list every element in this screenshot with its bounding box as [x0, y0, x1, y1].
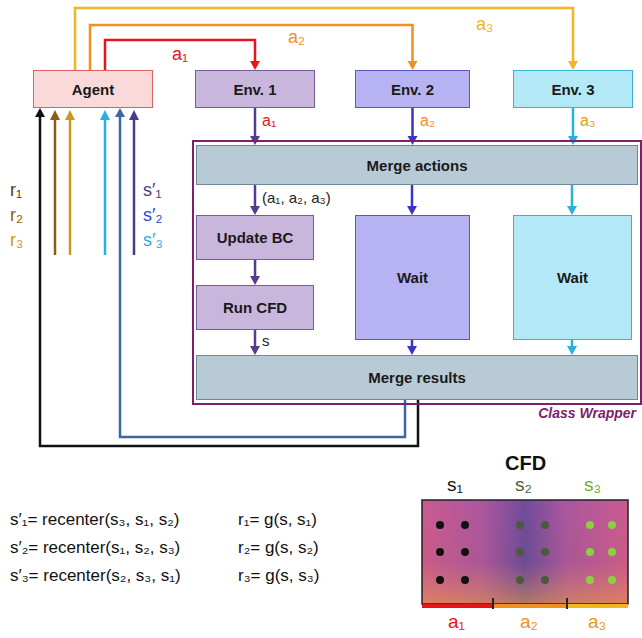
- symbol-label: r₂: [10, 205, 23, 226]
- probe-dot: [516, 576, 524, 584]
- arrowhead: [408, 61, 418, 70]
- wrapper-region: Class WrapperMerge actionsUpdate BCWaitW…: [192, 140, 642, 405]
- probe-dot: [541, 576, 549, 584]
- edge-label: a₂: [420, 112, 435, 130]
- symbol-label: s₂: [515, 474, 532, 496]
- symbol-label: CFD: [505, 452, 546, 475]
- connector: [411, 185, 414, 208]
- env-box: Env. 3: [513, 70, 633, 108]
- equation: s′₂= recenter(s₁, s₂, s₃): [10, 538, 180, 558]
- arrowhead: [407, 206, 417, 215]
- probe-dot: [436, 548, 444, 556]
- env-box: Env. 1: [195, 70, 315, 108]
- probe-dot: [436, 576, 444, 584]
- arrowhead: [407, 346, 417, 355]
- connector: [254, 330, 257, 348]
- arrowhead: [250, 346, 260, 355]
- box-label: Wait: [557, 269, 588, 286]
- symbol-label: s′₃: [143, 230, 163, 251]
- box-label: Update BC: [217, 229, 294, 246]
- equation: s′₁= recenter(s₃, s₁, s₂): [10, 510, 179, 530]
- edge-label: (a₁, a₂, a₃): [262, 189, 331, 206]
- connector: [90, 25, 413, 70]
- box-label: Env. 3: [551, 81, 594, 98]
- probe-dot: [586, 548, 594, 556]
- box-label: Env. 1: [233, 81, 276, 98]
- connector: [254, 108, 257, 138]
- symbol-label: s′₁: [143, 180, 161, 201]
- connector: [105, 40, 255, 70]
- arrowhead: [250, 206, 260, 215]
- probe-dot: [608, 548, 616, 556]
- arrowhead: [567, 346, 577, 355]
- cfd-heatmap: [422, 500, 628, 609]
- box-label: Agent: [72, 81, 115, 98]
- connector: [571, 185, 574, 208]
- probe-dot: [541, 521, 549, 529]
- probe-dot: [436, 521, 444, 529]
- wait-box: Wait: [513, 215, 632, 340]
- box-label: Env. 2: [391, 81, 434, 98]
- arrowhead: [115, 108, 125, 117]
- equation: r₁= g(s, s₁): [238, 510, 317, 530]
- process-box: Merge results: [196, 355, 638, 400]
- return-arrows: [50, 110, 139, 255]
- probe-dot: [461, 521, 469, 529]
- connector: [411, 108, 414, 138]
- probe-dot: [608, 576, 616, 584]
- process-box: Merge actions: [196, 145, 638, 185]
- arrowhead: [250, 276, 260, 285]
- symbol-label: a₂: [520, 611, 538, 633]
- arrowhead: [567, 206, 577, 215]
- symbol-label: r₃: [10, 230, 23, 251]
- probe-dot: [461, 576, 469, 584]
- symbol-label: r₁: [10, 180, 22, 201]
- symbol-label: s′₂: [143, 205, 162, 226]
- edge-label: a₃: [580, 112, 595, 130]
- probe-dot: [608, 521, 616, 529]
- wrapper-title: Class Wrapper: [538, 405, 636, 421]
- probe-dot: [541, 548, 549, 556]
- edge-label: a₁: [172, 44, 188, 65]
- box-label: Wait: [397, 269, 428, 286]
- equation: r₂= g(s, s₂): [238, 538, 319, 558]
- probe-dot: [461, 548, 469, 556]
- equation: r₃= g(s, s₃): [238, 566, 319, 586]
- box-label: Merge actions: [367, 157, 468, 174]
- symbol-label: s₃: [584, 474, 601, 496]
- probe-dot: [586, 576, 594, 584]
- connector: [254, 260, 257, 278]
- process-box: Run CFD: [196, 285, 314, 330]
- env-box: Env. 2: [355, 70, 470, 108]
- arrowhead: [35, 108, 45, 117]
- edge-label: a₃: [476, 14, 493, 35]
- edge-label: a₁: [262, 112, 276, 130]
- box-label: Run CFD: [223, 299, 287, 316]
- symbol-label: s₁: [447, 474, 463, 496]
- symbol-label: a₁: [448, 611, 465, 633]
- connector: [572, 108, 575, 138]
- edge-label: s: [262, 332, 270, 349]
- arrowhead: [568, 61, 578, 70]
- probe-dot: [516, 548, 524, 556]
- arrowhead: [250, 61, 260, 70]
- equation: s′₃= recenter(s₂, s₃, s₁): [10, 566, 181, 586]
- agent-box: Agent: [33, 70, 153, 108]
- connector: [254, 185, 257, 208]
- box-label: Merge results: [368, 369, 466, 386]
- process-box: Update BC: [196, 215, 314, 260]
- edge-label: a₂: [288, 27, 305, 48]
- probe-dot: [516, 521, 524, 529]
- symbol-label: a₃: [588, 611, 606, 633]
- connector: [75, 8, 573, 70]
- wait-box: Wait: [355, 215, 470, 340]
- probe-dot: [586, 521, 594, 529]
